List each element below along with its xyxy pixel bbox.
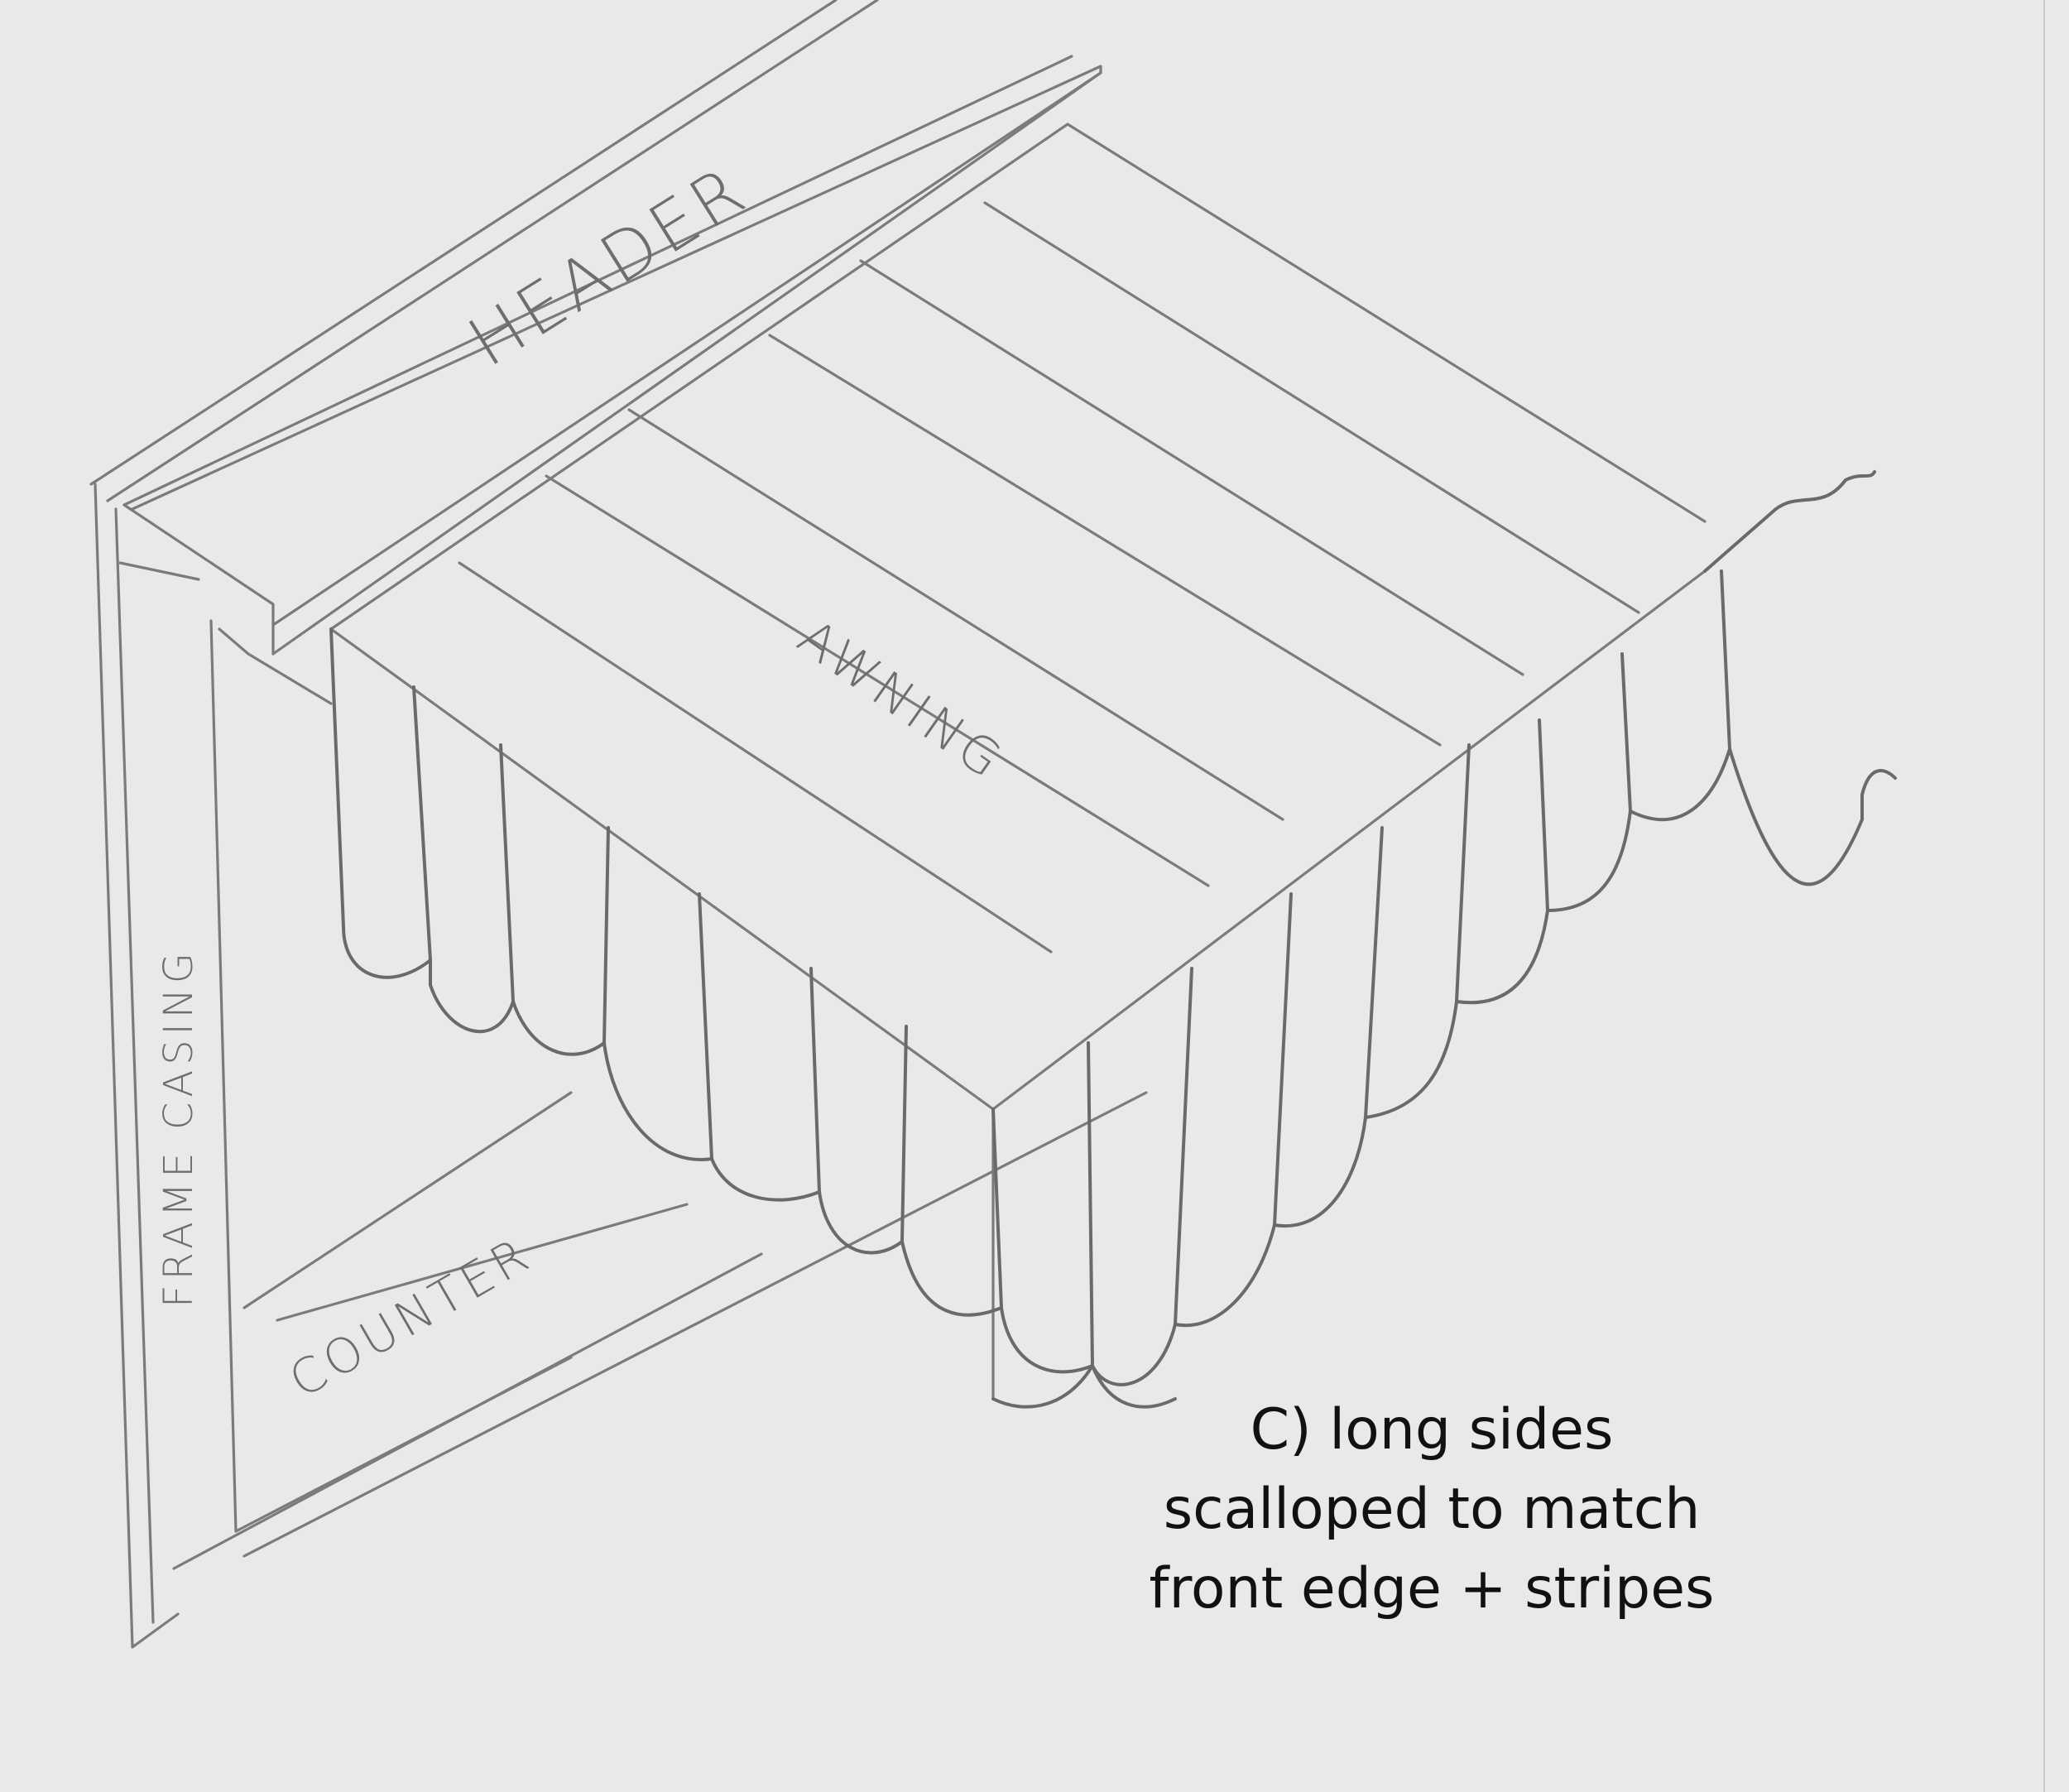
awning-label: AWNING: [787, 608, 1015, 792]
counter-label: COUNTER: [280, 1225, 542, 1409]
awning-front-valance: [329, 627, 1177, 1409]
caption-block: C) long sides scalloped to match front e…: [1076, 1391, 1788, 1629]
header-beam: [89, 0, 1102, 656]
awning-side-valance: [991, 470, 1897, 1409]
awning-top: [329, 123, 1707, 1400]
header-label: HEADER: [455, 150, 761, 382]
caption-line-2: scalloped to match: [1163, 1477, 1701, 1542]
frame-casing: [94, 483, 763, 1649]
frame-casing-label: FRAME CASING: [156, 948, 202, 1308]
caption-line-1: C) long sides: [1250, 1397, 1614, 1463]
caption-line-3: front edge + stripes: [1149, 1556, 1715, 1621]
